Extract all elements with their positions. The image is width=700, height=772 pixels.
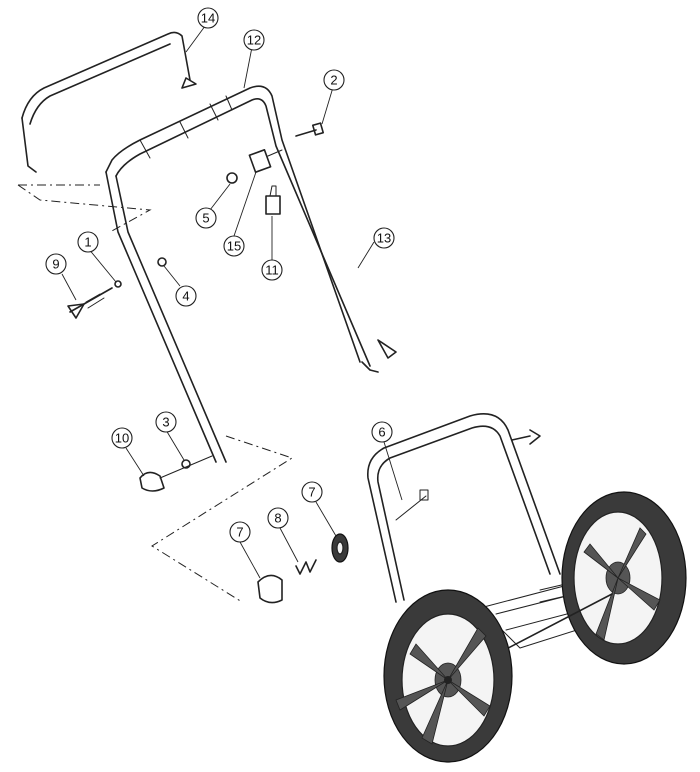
callout-label: 9 (52, 257, 59, 272)
part-5-nut (226, 172, 238, 184)
callout-label: 1 (84, 235, 91, 250)
callout-7-right: 7 (301, 481, 323, 503)
callout-2: 2 (323, 69, 345, 91)
alignment-line-upper (17, 184, 152, 233)
callout-1: 1 (77, 231, 99, 253)
part-10-lower-knob (139, 455, 213, 492)
callout-label: 12 (247, 33, 261, 48)
callout-4: 4 (175, 285, 197, 307)
callout-9: 9 (45, 253, 67, 275)
callout-8: 8 (267, 507, 289, 529)
callout-10: 10 (111, 427, 133, 449)
part-15-bracket (248, 149, 283, 173)
callout-label: 7 (236, 525, 243, 540)
part-2-bolt (295, 122, 325, 137)
part-11-switch (265, 185, 281, 215)
callout-label: 10 (115, 431, 129, 446)
callout-label: 15 (227, 239, 241, 254)
wheel-left (383, 589, 513, 763)
alignment-line-lower (151, 435, 294, 603)
part-1-washer (114, 280, 122, 288)
callout-label: 14 (201, 11, 215, 26)
part-3-washer (181, 459, 191, 469)
callout-11: 11 (261, 259, 283, 281)
callout-label: 6 (378, 425, 385, 440)
callout-label: 7 (308, 485, 315, 500)
part-12-handle-bar (21, 31, 197, 173)
part-7-spacer-left (257, 574, 283, 604)
wheel-right (561, 491, 687, 665)
part-7-spacer-right (331, 533, 349, 563)
callout-label: 4 (182, 289, 189, 304)
callout-5: 5 (195, 207, 217, 229)
callout-12: 14 (197, 7, 219, 29)
callout-label: 13 (377, 231, 391, 246)
callout-label: 2 (330, 73, 337, 88)
part-4-nut (157, 257, 167, 267)
callout-label: 11 (265, 263, 279, 278)
callout-13: 13 (373, 227, 395, 249)
part-9-knob (67, 287, 113, 319)
callout-6: 6 (371, 421, 393, 443)
callout-14: 12 (243, 29, 265, 51)
callout-label: 5 (202, 211, 209, 226)
part-14-upper-handle (105, 85, 397, 463)
callout-7-left: 7 (229, 521, 251, 543)
leader-lines (61, 21, 403, 579)
callout-label: 8 (274, 511, 281, 526)
callout-3: 3 (155, 411, 177, 433)
callout-label: 3 (162, 415, 169, 430)
callout-15: 15 (223, 235, 245, 257)
part-8-spring (295, 559, 317, 575)
